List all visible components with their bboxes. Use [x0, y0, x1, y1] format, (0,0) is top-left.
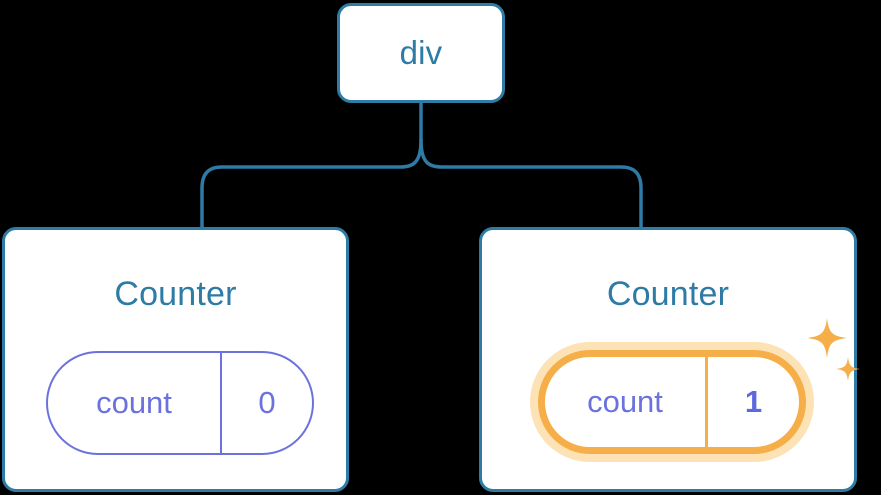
state-pill-left-wrapper: count 0 [46, 351, 314, 455]
node-div[interactable]: div [337, 3, 505, 103]
state-pill-left-key: count [96, 385, 172, 420]
node-counter-right[interactable]: Counter count 1 [479, 227, 860, 492]
counter-right-title: Counter [606, 275, 730, 313]
state-pill-left-value: 0 [220, 353, 312, 453]
counter-left-title: Counter [114, 275, 237, 313]
state-pill-right[interactable]: count 1 [538, 350, 806, 454]
state-pill-right-value: 1 [705, 357, 799, 447]
state-pill-left[interactable]: count 0 [46, 351, 314, 455]
state-pill-right-wrapper: count 1 [530, 342, 814, 462]
node-div-label: div [399, 34, 443, 71]
node-counter-left[interactable]: Counter count 0 [2, 227, 349, 492]
state-pill-right-key: count [587, 384, 663, 419]
